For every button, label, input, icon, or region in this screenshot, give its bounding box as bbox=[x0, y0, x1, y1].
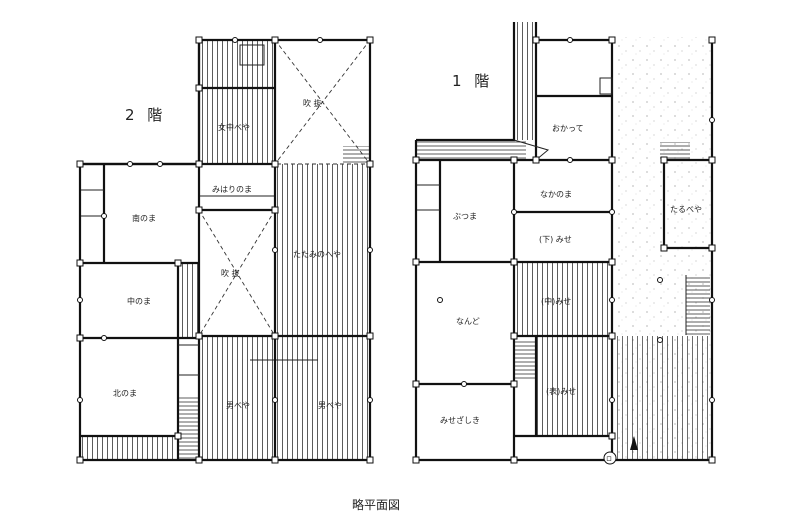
f1-stair-left bbox=[514, 340, 536, 380]
f1-room-naka: なかのま bbox=[540, 190, 572, 199]
marker-label: ロ bbox=[606, 456, 612, 463]
floor1-label: 1 階 bbox=[452, 72, 494, 90]
f1-room-tarubeya: たるべや bbox=[670, 205, 702, 214]
f2-room-mihari: みはりのま bbox=[212, 185, 252, 194]
f2-room-naka: 中のま bbox=[127, 296, 151, 306]
f2-room-otoko-left: 男べや bbox=[226, 401, 250, 410]
f1-top-strip bbox=[416, 140, 526, 160]
f2-mihari-floor bbox=[199, 164, 275, 210]
floor2-label: 2 階 bbox=[125, 106, 167, 124]
f2-room-otoko-right: 男べや bbox=[318, 401, 342, 410]
f1-stair-side bbox=[686, 275, 710, 335]
f2-room-onnabeya: 女中べや bbox=[218, 122, 250, 132]
f2-onnabeya-floor bbox=[199, 40, 275, 164]
f1-naka-mise-floor bbox=[514, 262, 612, 336]
floor2-plan: 女中べや 吹 抜 みはりのま 南のま 吹 抜 たたみのへや 中のま 北のま 男べ… bbox=[76, 36, 374, 464]
f1-room-okatte: おかって bbox=[552, 124, 584, 133]
f2-room-fukinuke-mid: 吹 抜 bbox=[221, 268, 240, 278]
marker-circle bbox=[603, 451, 617, 465]
f1-front-strip bbox=[612, 336, 712, 460]
f1-room-shita-mise: (下) みせ bbox=[539, 235, 572, 244]
f2-stair-top bbox=[343, 146, 370, 164]
f1-room-misezashiki: みせざしき bbox=[440, 415, 480, 425]
f2-stair-bottom bbox=[178, 395, 199, 461]
floor1-plan: ロ おかって なかのま ぶつま (下) みせ たるべや (中)みせ なんど (表… bbox=[412, 22, 716, 465]
f2-room-tatami: たたみのへや bbox=[293, 250, 341, 259]
f2-posts bbox=[76, 36, 374, 464]
f1-shaft bbox=[514, 22, 536, 140]
f1-room-kami-mise: (表)みせ bbox=[546, 386, 576, 396]
f2-closet-box bbox=[239, 44, 265, 66]
plan-caption: 略平面図 bbox=[352, 498, 401, 512]
f1-posts bbox=[412, 36, 716, 464]
f2-room-kita: 北のま bbox=[113, 389, 137, 398]
f2-left-strip bbox=[178, 263, 199, 338]
f1-stair-top bbox=[660, 142, 690, 160]
f2-bottom-strip bbox=[80, 436, 178, 461]
f1-room-naka-mise: (中)みせ bbox=[541, 296, 571, 306]
f1-room-nando: なんど bbox=[456, 317, 480, 326]
f1-room-butsuma: ぶつま bbox=[453, 212, 477, 221]
f2-room-minami: 南のま bbox=[132, 213, 156, 223]
f2-tatami-floor bbox=[275, 164, 370, 336]
f2-outer-walls bbox=[78, 38, 372, 462]
entrance-arrow-icon bbox=[630, 436, 638, 450]
f1-kami-mise-floor bbox=[536, 336, 612, 436]
f2-room-fukinuke-top: 吹 抜 bbox=[303, 98, 322, 108]
f2-otoko-floor bbox=[199, 336, 370, 460]
